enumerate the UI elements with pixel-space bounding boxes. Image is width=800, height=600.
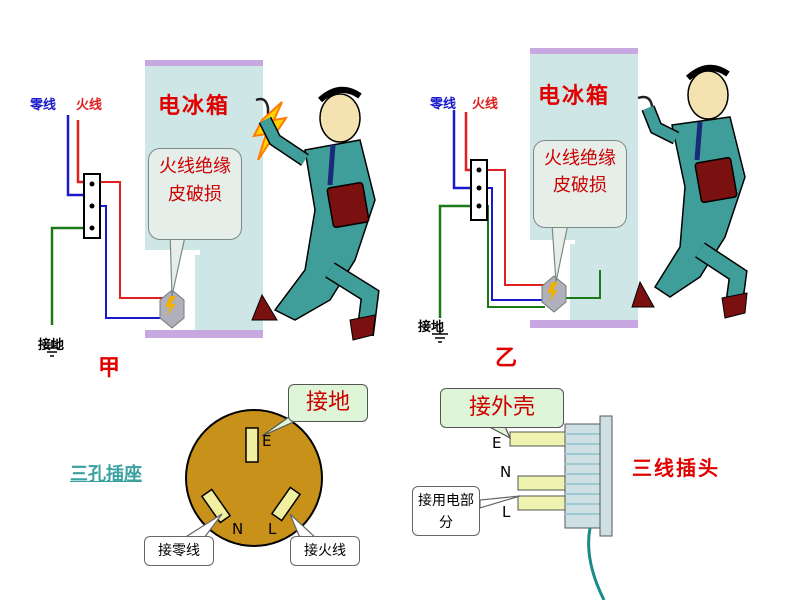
live-callout: 接火线 — [290, 536, 360, 566]
neutral-callout: 接零线 — [144, 536, 214, 566]
socket-pin-l-label: L — [268, 520, 277, 538]
plug-cable — [587, 527, 606, 600]
socket-hole-n — [200, 488, 232, 524]
plug-prong-e — [509, 431, 569, 447]
neutral-wire-label-b: 零线 — [430, 97, 457, 112]
fridge-label-b: 电冰箱 — [538, 84, 611, 109]
shell-callout: 接外壳 — [440, 388, 564, 428]
ground-callout: 接地 — [288, 384, 368, 422]
fridge-label-a: 电冰箱 — [158, 94, 231, 119]
plug-body[interactable] — [564, 415, 613, 537]
caption-jia: 甲 — [98, 356, 121, 381]
person-figure — [251, 87, 380, 341]
plug-prong-l — [517, 495, 569, 511]
plug-pin-e-label: E — [492, 434, 502, 452]
terminal-block-b[interactable] — [470, 159, 488, 221]
insulation-damage-callout-b: 火线绝缘皮破损 — [533, 140, 627, 228]
ground-symbol-icon — [432, 328, 448, 343]
socket-hole-l — [270, 486, 302, 522]
lightning-icon — [165, 296, 176, 316]
insulation-damage-callout-a: 火线绝缘皮破损 — [148, 148, 242, 240]
plug-title: 三线插头 — [632, 456, 720, 480]
socket-pin-n-label: N — [232, 520, 244, 538]
briefcase-icon — [326, 181, 370, 229]
ground-label-a: 接地 — [38, 338, 65, 353]
caption-yi: 乙 — [495, 346, 518, 371]
fault-junction-b[interactable] — [541, 275, 567, 313]
neutral-wire-label-a: 零线 — [30, 98, 57, 113]
plug-prong-n — [517, 475, 569, 491]
plug-pin-n-label: N — [500, 463, 512, 481]
ground-symbol-icon — [44, 340, 60, 357]
terminal-block-a[interactable] — [83, 173, 101, 239]
live-wire-label-a: 火线 — [76, 98, 103, 113]
socket-hole-e — [245, 427, 259, 463]
socket-title: 三孔插座 — [70, 464, 142, 485]
ground-label-b: 接地 — [418, 320, 445, 335]
plug-pin-l-label: L — [502, 503, 511, 521]
appliance-callout: 接用电部分 — [412, 486, 480, 536]
socket-pin-e-label: E — [262, 432, 272, 450]
briefcase-icon — [694, 156, 738, 204]
lightning-icon — [547, 282, 558, 302]
wires-a — [50, 115, 170, 325]
person-figure — [631, 65, 748, 319]
live-wire-label-b: 火线 — [472, 97, 499, 112]
